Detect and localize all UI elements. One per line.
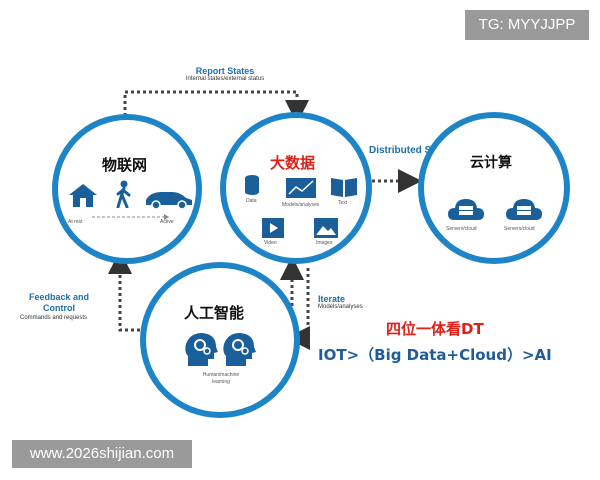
image-icon xyxy=(314,218,338,238)
feedback-subtitle: Commands and requests xyxy=(20,315,88,321)
report-states-title: Report States xyxy=(195,66,255,76)
iterate-subtitle: Models/analyses xyxy=(318,304,363,310)
ai-title: 人工智能 xyxy=(184,304,245,322)
distributed-storage-label: Distributed Storage xyxy=(369,145,462,156)
bigdata-title: 大数据 xyxy=(270,154,316,172)
iterate-title: Iterate xyxy=(318,294,346,304)
bigdata-item-images: Images xyxy=(316,240,333,246)
car-icon xyxy=(146,192,192,210)
ai-circle: 人工智能 Human/machine learning xyxy=(140,262,300,418)
tagline-line2: IOT>（Big Data+Cloud）>AI xyxy=(318,346,552,364)
motion-arrow xyxy=(92,214,169,220)
feedback-title: Feedback and Control xyxy=(28,292,90,313)
database-icon xyxy=(245,175,259,195)
report-states-subtitle: Internal states/external status xyxy=(185,76,265,82)
server-cloud-icon xyxy=(448,199,484,220)
active-label: Active xyxy=(160,219,174,225)
machine-head-gears-icon xyxy=(223,333,256,366)
bigdata-item-data: Data xyxy=(246,198,257,204)
tagline-line1: 四位一体看DT xyxy=(386,320,484,338)
iterate-label: Iterate Models/analyses xyxy=(318,294,363,310)
video-icon xyxy=(262,218,284,238)
feedback-label: Feedback and Control Commands and reques… xyxy=(20,292,120,321)
book-icon xyxy=(331,178,357,197)
iot-title: 物联网 xyxy=(102,156,148,174)
bigdata-item-models: Models/analyses xyxy=(282,202,320,208)
feedback-arrow xyxy=(108,250,146,332)
cloud-circle: 云计算 Servers/cloud Servers/cloud xyxy=(418,112,570,264)
cloud-title: 云计算 xyxy=(470,155,512,171)
walking-person-icon xyxy=(116,180,131,208)
at-rest-label: At rest xyxy=(68,219,83,225)
watermark-top: TG: MYYJJPP xyxy=(465,10,589,40)
server-cloud-icon xyxy=(506,199,542,220)
ai-caption: Human/machine learning xyxy=(202,372,240,385)
house-icon xyxy=(69,184,97,207)
bigdata-item-video: Video xyxy=(264,240,277,246)
iot-circle: 物联网 At rest Active xyxy=(52,114,202,264)
server-cloud-label-1: Servers/cloud xyxy=(446,226,477,232)
report-states-arrow xyxy=(123,90,309,128)
iterate-arrow-loop xyxy=(286,268,310,350)
chart-icon xyxy=(286,178,316,198)
human-head-gears-icon xyxy=(185,333,218,366)
bigdata-item-text: Text xyxy=(338,200,348,206)
bigdata-circle: 大数据 Data Models/analyses Text Video Imag… xyxy=(220,112,372,264)
report-states-label: Report States Internal states/external s… xyxy=(170,66,280,82)
server-cloud-label-2: Servers/cloud xyxy=(504,226,535,232)
watermark-bottom: www.2026shijian.com xyxy=(12,440,192,468)
